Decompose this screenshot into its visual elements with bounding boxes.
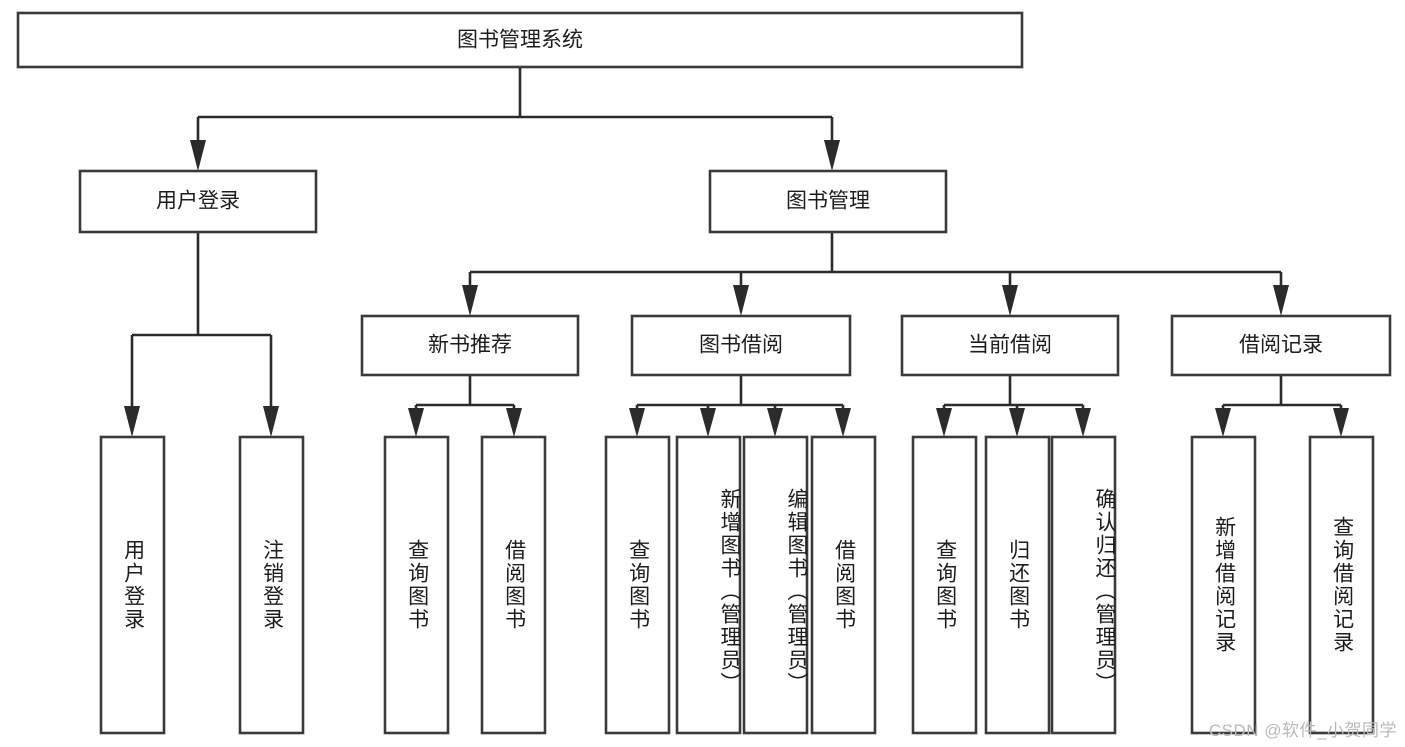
- leaf-box-add-borrow-record[interactable]: [1190, 435, 1257, 735]
- arrowhead-nbr-leaf-2: [506, 408, 522, 437]
- node-current-borrow[interactable]: 当前借阅: [900, 314, 1120, 377]
- leaf-box-borrow-book-nbr[interactable]: [480, 435, 547, 735]
- leaf-box-edit-book-admin[interactable]: [742, 435, 809, 735]
- arrowhead-book-mgmt: [824, 140, 840, 171]
- node-book-management[interactable]: 图书管理: [708, 169, 948, 234]
- node-new-book-recommend-box[interactable]: [360, 314, 580, 377]
- node-user-login[interactable]: 用户登录: [78, 169, 318, 234]
- node-new-book-recommend[interactable]: 新书推荐: [360, 314, 580, 377]
- leaf-boxes-layer: [99, 435, 1375, 735]
- leaf-box-borrow-book-bb[interactable]: [810, 435, 877, 735]
- arrowhead-borrow-record: [1273, 285, 1289, 316]
- csdn-watermark: CSDN @软件_小贺同学: [1208, 721, 1397, 740]
- arrowhead-new-book-rec: [462, 285, 478, 316]
- node-book-borrow[interactable]: 图书借阅: [630, 314, 852, 377]
- node-borrow-record-box[interactable]: [1170, 314, 1392, 377]
- node-root-box[interactable]: [16, 11, 1024, 69]
- node-root-label: 图书管理系统: [457, 29, 583, 52]
- arrowhead-bb-leaf-4: [835, 408, 851, 437]
- node-current-borrow-box[interactable]: [900, 314, 1120, 377]
- arrowhead-br-leaf-1: [1215, 408, 1231, 437]
- leaf-box-confirm-return-admin[interactable]: [1050, 435, 1117, 735]
- arrowhead-cb-leaf-1: [936, 408, 952, 437]
- arrowhead-bb-leaf-1: [629, 408, 645, 437]
- arrowhead-book-borrow: [733, 285, 749, 316]
- leaf-box-user-login[interactable]: [99, 435, 166, 735]
- arrowhead-cb-leaf-3: [1075, 408, 1091, 437]
- node-book-borrow-box[interactable]: [630, 314, 852, 377]
- node-current-borrow-label: 当前借阅: [968, 334, 1052, 357]
- arrowhead-bb-leaf-3: [767, 408, 783, 437]
- leaf-box-query-book-nbr[interactable]: [383, 435, 450, 735]
- arrowhead-current-borrow: [1002, 285, 1018, 316]
- arrowhead-br-leaf-2: [1333, 408, 1349, 437]
- leaf-box-logout[interactable]: [238, 435, 305, 735]
- node-borrow-record-label: 借阅记录: [1239, 334, 1323, 357]
- node-user-login-box[interactable]: [78, 169, 318, 234]
- arrowhead-bb-leaf-2: [700, 408, 716, 437]
- node-root[interactable]: 图书管理系统: [16, 11, 1024, 69]
- arrowhead-nbr-leaf-1: [408, 408, 424, 437]
- connector-layer: [124, 67, 1349, 437]
- arrowhead-leaf-logout: [263, 406, 279, 437]
- leaf-box-add-book-admin[interactable]: [675, 435, 742, 735]
- arrowhead-leaf-user-login: [124, 406, 140, 437]
- leaf-box-query-book-cb[interactable]: [911, 435, 978, 735]
- leaf-box-query-book-bb[interactable]: [604, 435, 671, 735]
- node-book-management-box[interactable]: [708, 169, 948, 234]
- arrowhead-cb-leaf-2: [1009, 408, 1025, 437]
- leaf-box-query-borrow-record[interactable]: [1308, 435, 1375, 735]
- node-book-borrow-label: 图书借阅: [699, 334, 783, 357]
- leaf-box-return-book[interactable]: [984, 435, 1051, 735]
- node-new-book-recommend-label: 新书推荐: [428, 334, 512, 357]
- node-book-management-label: 图书管理: [786, 190, 870, 213]
- node-user-login-label: 用户登录: [156, 190, 240, 213]
- node-borrow-record[interactable]: 借阅记录: [1170, 314, 1392, 377]
- arrowhead-user-login: [190, 140, 206, 171]
